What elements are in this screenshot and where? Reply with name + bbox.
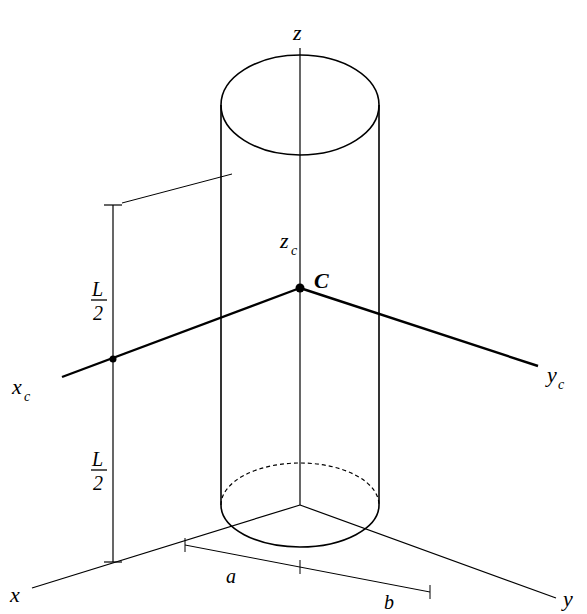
dimension-label: L [92, 279, 103, 299]
dimension-tick [104, 561, 122, 562]
yc-axis [300, 288, 538, 366]
dimension-tick [300, 560, 301, 574]
dimension-line [112, 205, 113, 562]
axis-label: z [293, 22, 302, 44]
dimension-label: b [384, 592, 394, 612]
fraction-bar [91, 469, 107, 470]
dimension-tick [185, 538, 186, 552]
dimension-label: 2 [93, 303, 103, 323]
dimension-label: 2 [93, 473, 103, 493]
y-axis [300, 505, 556, 598]
dimension-label: a [226, 566, 236, 586]
cylinder-side [220, 105, 222, 505]
axis-label: y [563, 588, 573, 610]
extension-line [122, 174, 232, 203]
x-axis [32, 505, 300, 588]
xc-axis [62, 288, 300, 377]
intersection-dot [110, 356, 117, 363]
dimension-tick [430, 585, 431, 599]
z-axis [299, 48, 300, 505]
axis-subscript: c [291, 244, 297, 258]
axis-label: x [10, 584, 20, 606]
cylinder-side [378, 105, 380, 505]
dimension-label: L [92, 449, 103, 469]
axis-subscript: c [24, 390, 30, 404]
dimension-line [185, 545, 430, 592]
fraction-bar [91, 299, 107, 300]
axis-subscript: c [558, 378, 564, 392]
dimension-tick [104, 204, 122, 205]
axis-label: x [12, 376, 22, 398]
point-label: C [314, 270, 329, 292]
axis-label: y [547, 364, 557, 386]
centroid-dot [296, 284, 305, 293]
axis-label: z [280, 230, 289, 252]
bottom-front-arc [221, 505, 379, 547]
